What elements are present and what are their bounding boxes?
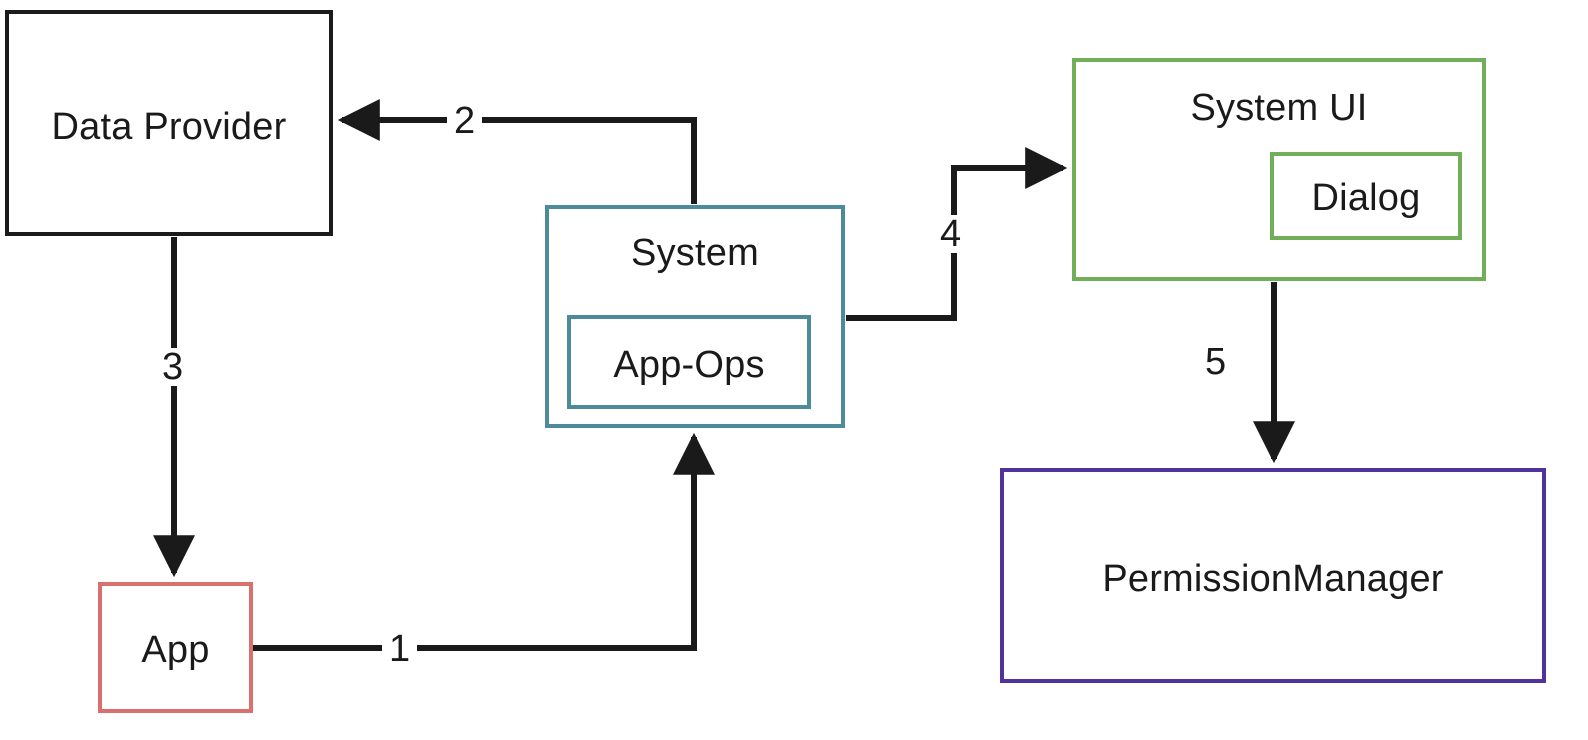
node-permission-manager[interactable]: PermissionManager bbox=[1000, 468, 1546, 683]
node-app-label: App bbox=[141, 629, 210, 671]
node-data-provider[interactable]: Data Provider bbox=[5, 10, 333, 236]
node-dialog[interactable]: Dialog bbox=[1270, 152, 1462, 240]
edge-1-path bbox=[253, 432, 715, 651]
edge-label-1: 1 bbox=[382, 630, 418, 668]
node-permission-manager-label: PermissionManager bbox=[1102, 558, 1444, 600]
node-system-ui-label: System UI bbox=[1190, 87, 1368, 129]
edge-label-4: 4 bbox=[933, 215, 969, 253]
edge-2-path bbox=[337, 99, 697, 204]
edge-label-2: 2 bbox=[447, 102, 483, 140]
node-system-label: System bbox=[631, 232, 759, 274]
node-app-ops[interactable]: App-Ops bbox=[567, 315, 811, 409]
node-app-ops-label: App-Ops bbox=[613, 344, 765, 386]
node-app[interactable]: App bbox=[98, 582, 253, 713]
edge-label-3: 3 bbox=[155, 348, 191, 386]
node-data-provider-label: Data Provider bbox=[51, 106, 287, 148]
edge-label-5: 5 bbox=[1198, 343, 1234, 381]
node-dialog-label: Dialog bbox=[1311, 177, 1421, 219]
